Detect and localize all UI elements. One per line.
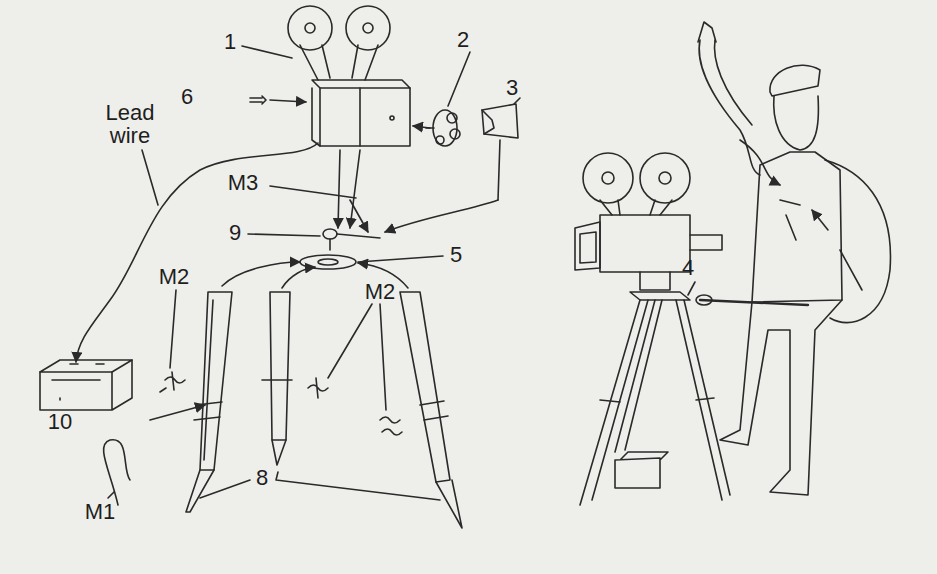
cable-part [104, 440, 130, 505]
callout-number: M3 [228, 171, 259, 194]
part-label: Lead wire [99, 101, 161, 147]
callout-number: 10 [48, 410, 72, 433]
screw-part [250, 96, 266, 104]
camera-part [288, 6, 410, 146]
callout-number: M1 [85, 500, 116, 523]
lead-wire [76, 143, 318, 362]
clip-parts [160, 372, 402, 435]
lens-turret-part [426, 110, 460, 146]
tripod-legs [186, 292, 462, 528]
callout-number: 3 [506, 76, 518, 99]
battery-part [40, 360, 132, 410]
callout-number: 5 [450, 243, 462, 266]
callout-number: 4 [682, 256, 694, 279]
callout-number: 2 [457, 28, 469, 51]
pan-head-part [323, 229, 380, 250]
rod-part [270, 186, 356, 198]
viewfinder-part [482, 104, 518, 138]
callout-number: 1 [224, 30, 236, 53]
callout-number: 8 [256, 466, 268, 489]
soldier-figure [696, 22, 890, 495]
callout-number: M2 [365, 280, 396, 303]
ring-part [300, 255, 356, 269]
assembled-camera [575, 153, 730, 505]
callout-number: 9 [229, 221, 241, 244]
callout-number: M2 [159, 265, 190, 288]
callout-number: 6 [181, 85, 193, 108]
